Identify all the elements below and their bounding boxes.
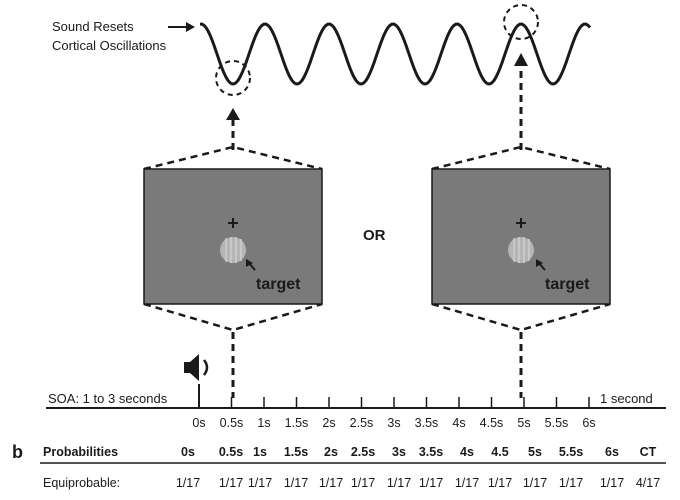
table-header-cell: 5.5s [559,445,583,459]
grating-stimulus-icon [508,237,534,263]
timeline-tick-label: 1s [257,416,270,430]
timeline-tick-label: 2s [322,416,335,430]
table-cell: 1/17 [387,476,411,490]
table-cell: 1/17 [488,476,512,490]
probability-table-body: Equiprobable: 1/17 1/17 1/17 1/17 1/17 1/17 1/1… [43,476,660,490]
target-arrow-icon [246,259,256,271]
table-cell: 1/17 [284,476,308,490]
table-header-cell: 4.5 [491,445,508,459]
timeline-tick-label: 3.5s [415,416,439,430]
timeline-ticks: 0s 0.5s 1s 1.5s 2s 2.5s 3s 3.5s 4s 4.5s 5s 5.5s 6s [192,397,596,430]
table-cell: 1/17 [248,476,272,490]
fixation-cross-icon [516,218,526,228]
dashed-arrow-up-right [514,53,528,150]
table-header-cell: 3.5s [419,445,443,459]
timeline-tick-label: 4s [452,416,465,430]
table-header-cell: 4s [460,445,474,459]
timeline-tick-label: 5.5s [545,416,569,430]
table-cell: 1/17 [455,476,479,490]
table-cell: 1/17 [559,476,583,490]
table-cell: 1/17 [600,476,624,490]
timeline-tick-label: 6s [582,416,595,430]
table-row-label: Equiprobable: [43,476,120,490]
table-header-cell: 2.5s [351,445,375,459]
trough-highlight-circle [215,60,251,96]
speaker-icon [184,354,209,381]
timeline-tick-label: 3s [387,416,400,430]
one-second-label: 1 second [600,391,653,406]
table-header-cell: 1.5s [284,445,308,459]
table-cell: 1/17 [419,476,443,490]
table-header-probabilities: Probabilities [43,445,118,459]
dashed-arrow-up-left [226,108,240,150]
table-cell: 1/17 [351,476,375,490]
timeline-tick-label: 2.5s [350,416,374,430]
or-label: OR [363,227,386,244]
target-arrow-icon [536,259,546,271]
peak-highlight-circle [503,4,539,40]
target-label-right: target [545,276,590,293]
sound-resets-label: Sound Resets [52,19,134,34]
table-header-cell: 5s [528,445,542,459]
probability-table-header: Probabilities 0s 0.5s 1s 1.5s 2s 2.5s 3s 3.5s 4s 4… [43,445,657,459]
stimulus-panel-right [431,145,611,332]
table-cell: 1/17 [319,476,343,490]
table-cell: 1/17 [523,476,547,490]
timeline-tick-label: 4.5s [480,416,504,430]
table-header-cell: 3s [392,445,406,459]
arrow-right-icon [168,22,195,32]
table-cell: 1/17 [219,476,243,490]
cortical-oscillations-label: Cortical Oscillations [52,38,167,53]
timeline-tick-label: 5s [517,416,530,430]
table-header-cell: 1s [253,445,267,459]
table-header-cell: 0.5s [219,445,243,459]
stimulus-panel-left [143,145,323,332]
table-header-cell: 0s [181,445,195,459]
timeline-tick-label: 0.5s [220,416,244,430]
table-header-cell: CT [640,445,657,459]
grating-stimulus-icon [220,237,246,263]
panel-b-label: b [12,442,23,462]
soa-label: SOA: 1 to 3 seconds [48,391,168,406]
oscillation-wave [200,22,592,86]
target-label-left: target [256,276,301,293]
table-header-cell: 2s [324,445,338,459]
table-cell: 4/17 [636,476,660,490]
timeline-tick-label: 0s [192,416,205,430]
timeline-tick-label: 1.5s [285,416,309,430]
table-header-cell: 6s [605,445,619,459]
table-cell: 1/17 [176,476,200,490]
fixation-cross-icon [228,218,238,228]
